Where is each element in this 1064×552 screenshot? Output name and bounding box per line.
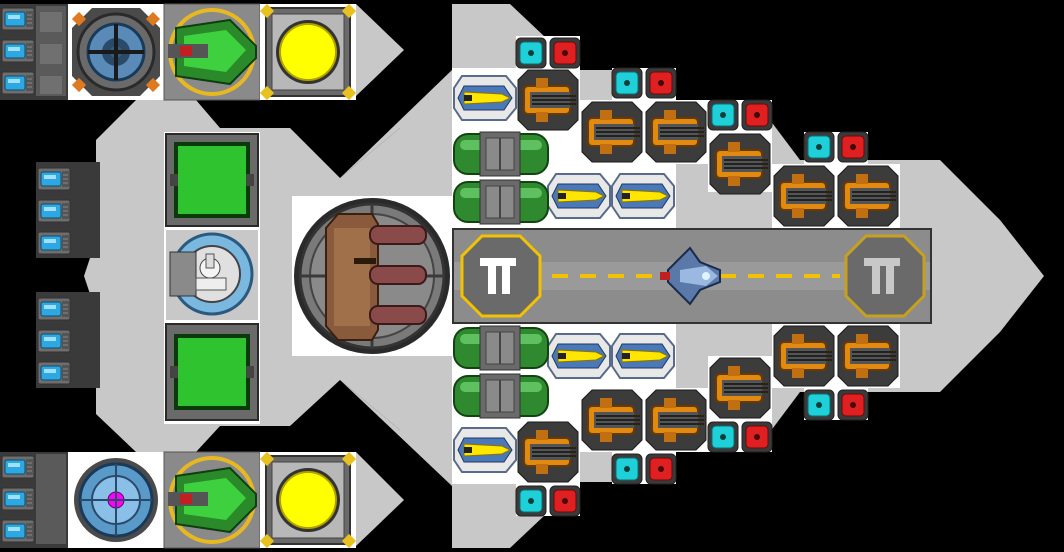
gatling-mount-icon[interactable] (837, 165, 899, 227)
missile-launcher-icon[interactable] (453, 75, 517, 121)
missile-launcher-icon[interactable] (547, 333, 611, 379)
missile-launcher-icon[interactable] (547, 173, 611, 219)
fuel-tank-icon[interactable] (453, 325, 549, 371)
gatling-mount-icon[interactable] (581, 389, 643, 451)
fuel-tank-icon[interactable] (453, 373, 549, 419)
gatling-mount-icon[interactable] (773, 325, 835, 387)
sensor-dome-icon[interactable] (166, 230, 258, 320)
battery-icon (37, 167, 71, 255)
landing-pad-icon[interactable] (844, 234, 926, 318)
gatling-mount-icon[interactable] (581, 101, 643, 163)
reactor-icon[interactable] (259, 451, 357, 549)
gatling-mount-icon[interactable] (773, 165, 835, 227)
green-gun-icon[interactable] (163, 3, 261, 101)
missile-launcher-icon[interactable] (611, 173, 675, 219)
gatling-mount-icon[interactable] (837, 325, 899, 387)
green-gun-icon[interactable] (163, 451, 261, 549)
main-turret-icon[interactable] (292, 196, 452, 356)
fuel-tank-icon[interactable] (453, 131, 549, 177)
gatling-mount-icon[interactable] (645, 389, 707, 451)
right-section (452, 36, 932, 517)
armor-plate-icon[interactable] (165, 133, 259, 227)
gatling-mount-icon[interactable] (645, 101, 707, 163)
gatling-mount-icon[interactable] (709, 133, 771, 195)
armor-plate-icon[interactable] (165, 323, 259, 421)
gatling-mount-icon[interactable] (517, 69, 579, 131)
shield-core-icon[interactable] (68, 452, 164, 548)
gatling-mount-icon[interactable] (709, 357, 771, 419)
gatling-mount-icon[interactable] (517, 421, 579, 483)
missile-launcher-icon[interactable] (611, 333, 675, 379)
landing-pad-icon[interactable] (460, 234, 542, 318)
fuel-tank-icon[interactable] (453, 179, 549, 225)
missile-launcher-icon[interactable] (453, 427, 517, 473)
battery-icon (37, 297, 71, 385)
battery-icon (1, 454, 66, 544)
engine-core-icon[interactable] (68, 4, 164, 100)
left-section (0, 3, 452, 549)
docked-fighter-icon[interactable] (660, 246, 721, 306)
battery-icon (1, 6, 66, 96)
reactor-icon[interactable] (259, 3, 357, 101)
